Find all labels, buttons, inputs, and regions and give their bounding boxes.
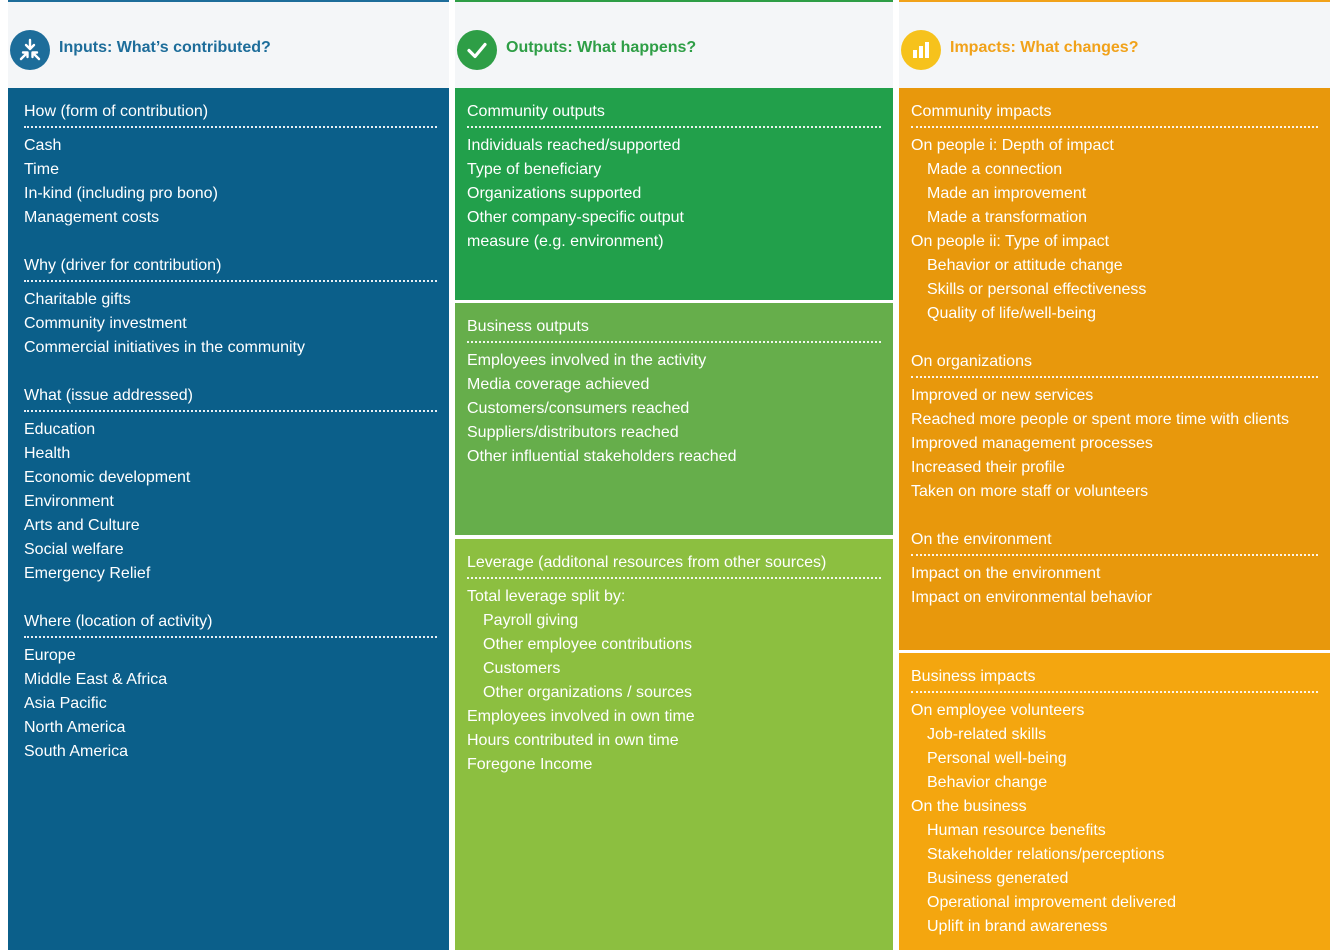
list-item: Type of beneficiary xyxy=(467,161,602,178)
list-item: Uplift in brand awareness xyxy=(927,918,1108,935)
list-item: Skills or personal effectiveness xyxy=(927,281,1147,298)
inputs-section-why: Why (driver for contribution) Charitable… xyxy=(24,254,449,360)
checkmark-icon xyxy=(457,30,497,70)
leverage-panel: Leverage (additonal resources from other… xyxy=(455,539,893,950)
list-item: Increased their profile xyxy=(911,459,1065,476)
list-item: Other employee contributions xyxy=(483,636,692,653)
list-item: Operational improvement delivered xyxy=(927,894,1177,911)
list-item: Asia Pacific xyxy=(24,695,107,712)
list-item: Other organizations / sources xyxy=(483,684,692,701)
business-impacts-panel: Business impacts On employee volunteers … xyxy=(899,653,1330,950)
outputs-title: Outputs: What happens? xyxy=(506,39,697,56)
impacts-column: Impacts: What changes? Community impacts… xyxy=(899,0,1330,950)
list-item: Improved management processes xyxy=(911,435,1153,452)
list-item: Stakeholder relations/perceptions xyxy=(927,846,1165,863)
list-item: Made an improvement xyxy=(927,185,1087,202)
list-item: Other influential stakeholders reached xyxy=(467,448,737,465)
list-item: Individuals reached/supported xyxy=(467,137,681,154)
list-item: Media coverage achieved xyxy=(467,376,650,393)
business-outputs-panel: Business outputs Employees involved in t… xyxy=(455,303,893,535)
inputs-title: Inputs: What’s contributed? xyxy=(59,39,271,56)
section-heading: Why (driver for contribution) xyxy=(24,254,437,282)
list-item: Arts and Culture xyxy=(24,517,140,534)
list-item: measure (e.g. environment) xyxy=(467,233,664,250)
subsection-heading: On the environment xyxy=(911,528,1318,556)
section-heading: Leverage (additonal resources from other… xyxy=(467,551,881,579)
list-item: On employee volunteers xyxy=(911,702,1085,719)
list-item: Health xyxy=(24,445,71,462)
inputs-section-how: How (form of contribution) Cash Time In-… xyxy=(24,100,449,230)
inputs-panel: How (form of contribution) Cash Time In-… xyxy=(8,88,449,950)
list-item: Personal well-being xyxy=(927,750,1067,767)
list-item: Job-related skills xyxy=(927,726,1047,743)
section-heading: What (issue addressed) xyxy=(24,384,437,412)
list-item: Emergency Relief xyxy=(24,565,151,582)
list-item: In-kind (including pro bono) xyxy=(24,185,218,202)
list-item: Behavior or attitude change xyxy=(927,257,1123,274)
list-item: Management costs xyxy=(24,209,160,226)
section-heading: Community outputs xyxy=(467,100,881,128)
section-heading: Where (location of activity) xyxy=(24,610,437,638)
list-item: On people ii: Type of impact xyxy=(911,233,1110,250)
list-item: Middle East & Africa xyxy=(24,671,168,688)
list-item: Made a transformation xyxy=(927,209,1088,226)
list-item: South America xyxy=(24,743,129,760)
section-heading: Community impacts xyxy=(911,100,1318,128)
section-heading: Business outputs xyxy=(467,315,881,343)
outputs-column: Outputs: What happens? Community outputs… xyxy=(455,0,893,950)
list-item: Other company-specific output xyxy=(467,209,684,226)
list-item: Made a connection xyxy=(927,161,1063,178)
community-outputs-panel: Community outputs Individuals reached/su… xyxy=(455,88,893,300)
outputs-header: Outputs: What happens? xyxy=(455,0,893,88)
list-item: Human resource benefits xyxy=(927,822,1106,839)
list-item: Payroll giving xyxy=(483,612,579,629)
impacts-title: Impacts: What changes? xyxy=(950,39,1139,56)
inputs-section-where: Where (location of activity) Europe Midd… xyxy=(24,610,449,764)
list-item: Employees involved in own time xyxy=(467,708,695,725)
list-item: Business generated xyxy=(927,870,1069,887)
list-item: Total leverage split by: xyxy=(467,588,626,605)
community-impacts-panel: Community impacts On people i: Depth of … xyxy=(899,88,1330,650)
list-item: Commercial initiatives in the community xyxy=(24,339,305,356)
list-item: Customers/consumers reached xyxy=(467,400,690,417)
section-heading: How (form of contribution) xyxy=(24,100,437,128)
list-item: Economic development xyxy=(24,469,191,486)
inputs-header: Inputs: What’s contributed? xyxy=(8,0,449,88)
list-item: Foregone Income xyxy=(467,756,593,773)
list-item: Quality of life/well-being xyxy=(927,305,1096,322)
list-item: Hours contributed in own time xyxy=(467,732,679,749)
list-item: Impact on the environment xyxy=(911,565,1101,582)
list-item: Social welfare xyxy=(24,541,124,558)
list-item: Reached more people or spent more time w… xyxy=(911,411,1289,428)
list-item: Behavior change xyxy=(927,774,1048,791)
list-item: Employees involved in the activity xyxy=(467,352,707,369)
list-item: On people i: Depth of impact xyxy=(911,137,1114,154)
list-item: Taken on more staff or volunteers xyxy=(911,483,1149,500)
list-item: Time xyxy=(24,161,59,178)
bar-chart-icon xyxy=(901,30,941,70)
list-item: Customers xyxy=(483,660,561,677)
list-item: Europe xyxy=(24,647,76,664)
inputs-section-what: What (issue addressed) Education Health … xyxy=(24,384,449,586)
list-item: Environment xyxy=(24,493,114,510)
list-item: Community investment xyxy=(24,315,187,332)
section-heading: Business impacts xyxy=(911,665,1318,693)
list-item: Organizations supported xyxy=(467,185,642,202)
subsection-heading: On organizations xyxy=(911,350,1318,378)
list-item: On the business xyxy=(911,798,1027,815)
list-item: Cash xyxy=(24,137,62,154)
list-item: Impact on environmental behavior xyxy=(911,589,1153,606)
inputs-column: Inputs: What’s contributed? How (form of… xyxy=(8,0,449,950)
list-item: Education xyxy=(24,421,96,438)
list-item: North America xyxy=(24,719,126,736)
impacts-header: Impacts: What changes? xyxy=(899,0,1330,88)
list-item: Charitable gifts xyxy=(24,291,131,308)
list-item: Improved or new services xyxy=(911,387,1094,404)
inputs-arrows-icon xyxy=(10,30,50,70)
list-item: Suppliers/distributors reached xyxy=(467,424,679,441)
